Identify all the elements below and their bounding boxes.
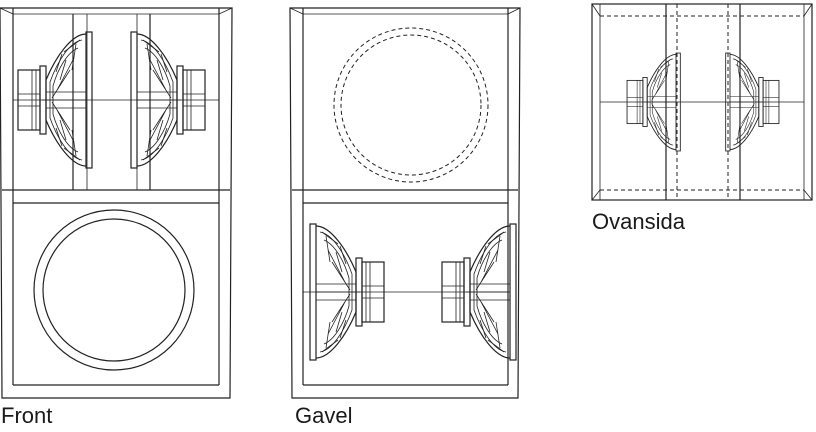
side-view-caption: Gavel bbox=[295, 403, 353, 428]
hidden-port bbox=[333, 27, 489, 183]
top-view-caption: Ovansida bbox=[592, 209, 685, 234]
top-view bbox=[591, 3, 813, 201]
front-view-caption: Front bbox=[1, 403, 53, 428]
front-view bbox=[0, 7, 233, 399]
round-port bbox=[33, 209, 195, 371]
side-view bbox=[289, 7, 521, 399]
